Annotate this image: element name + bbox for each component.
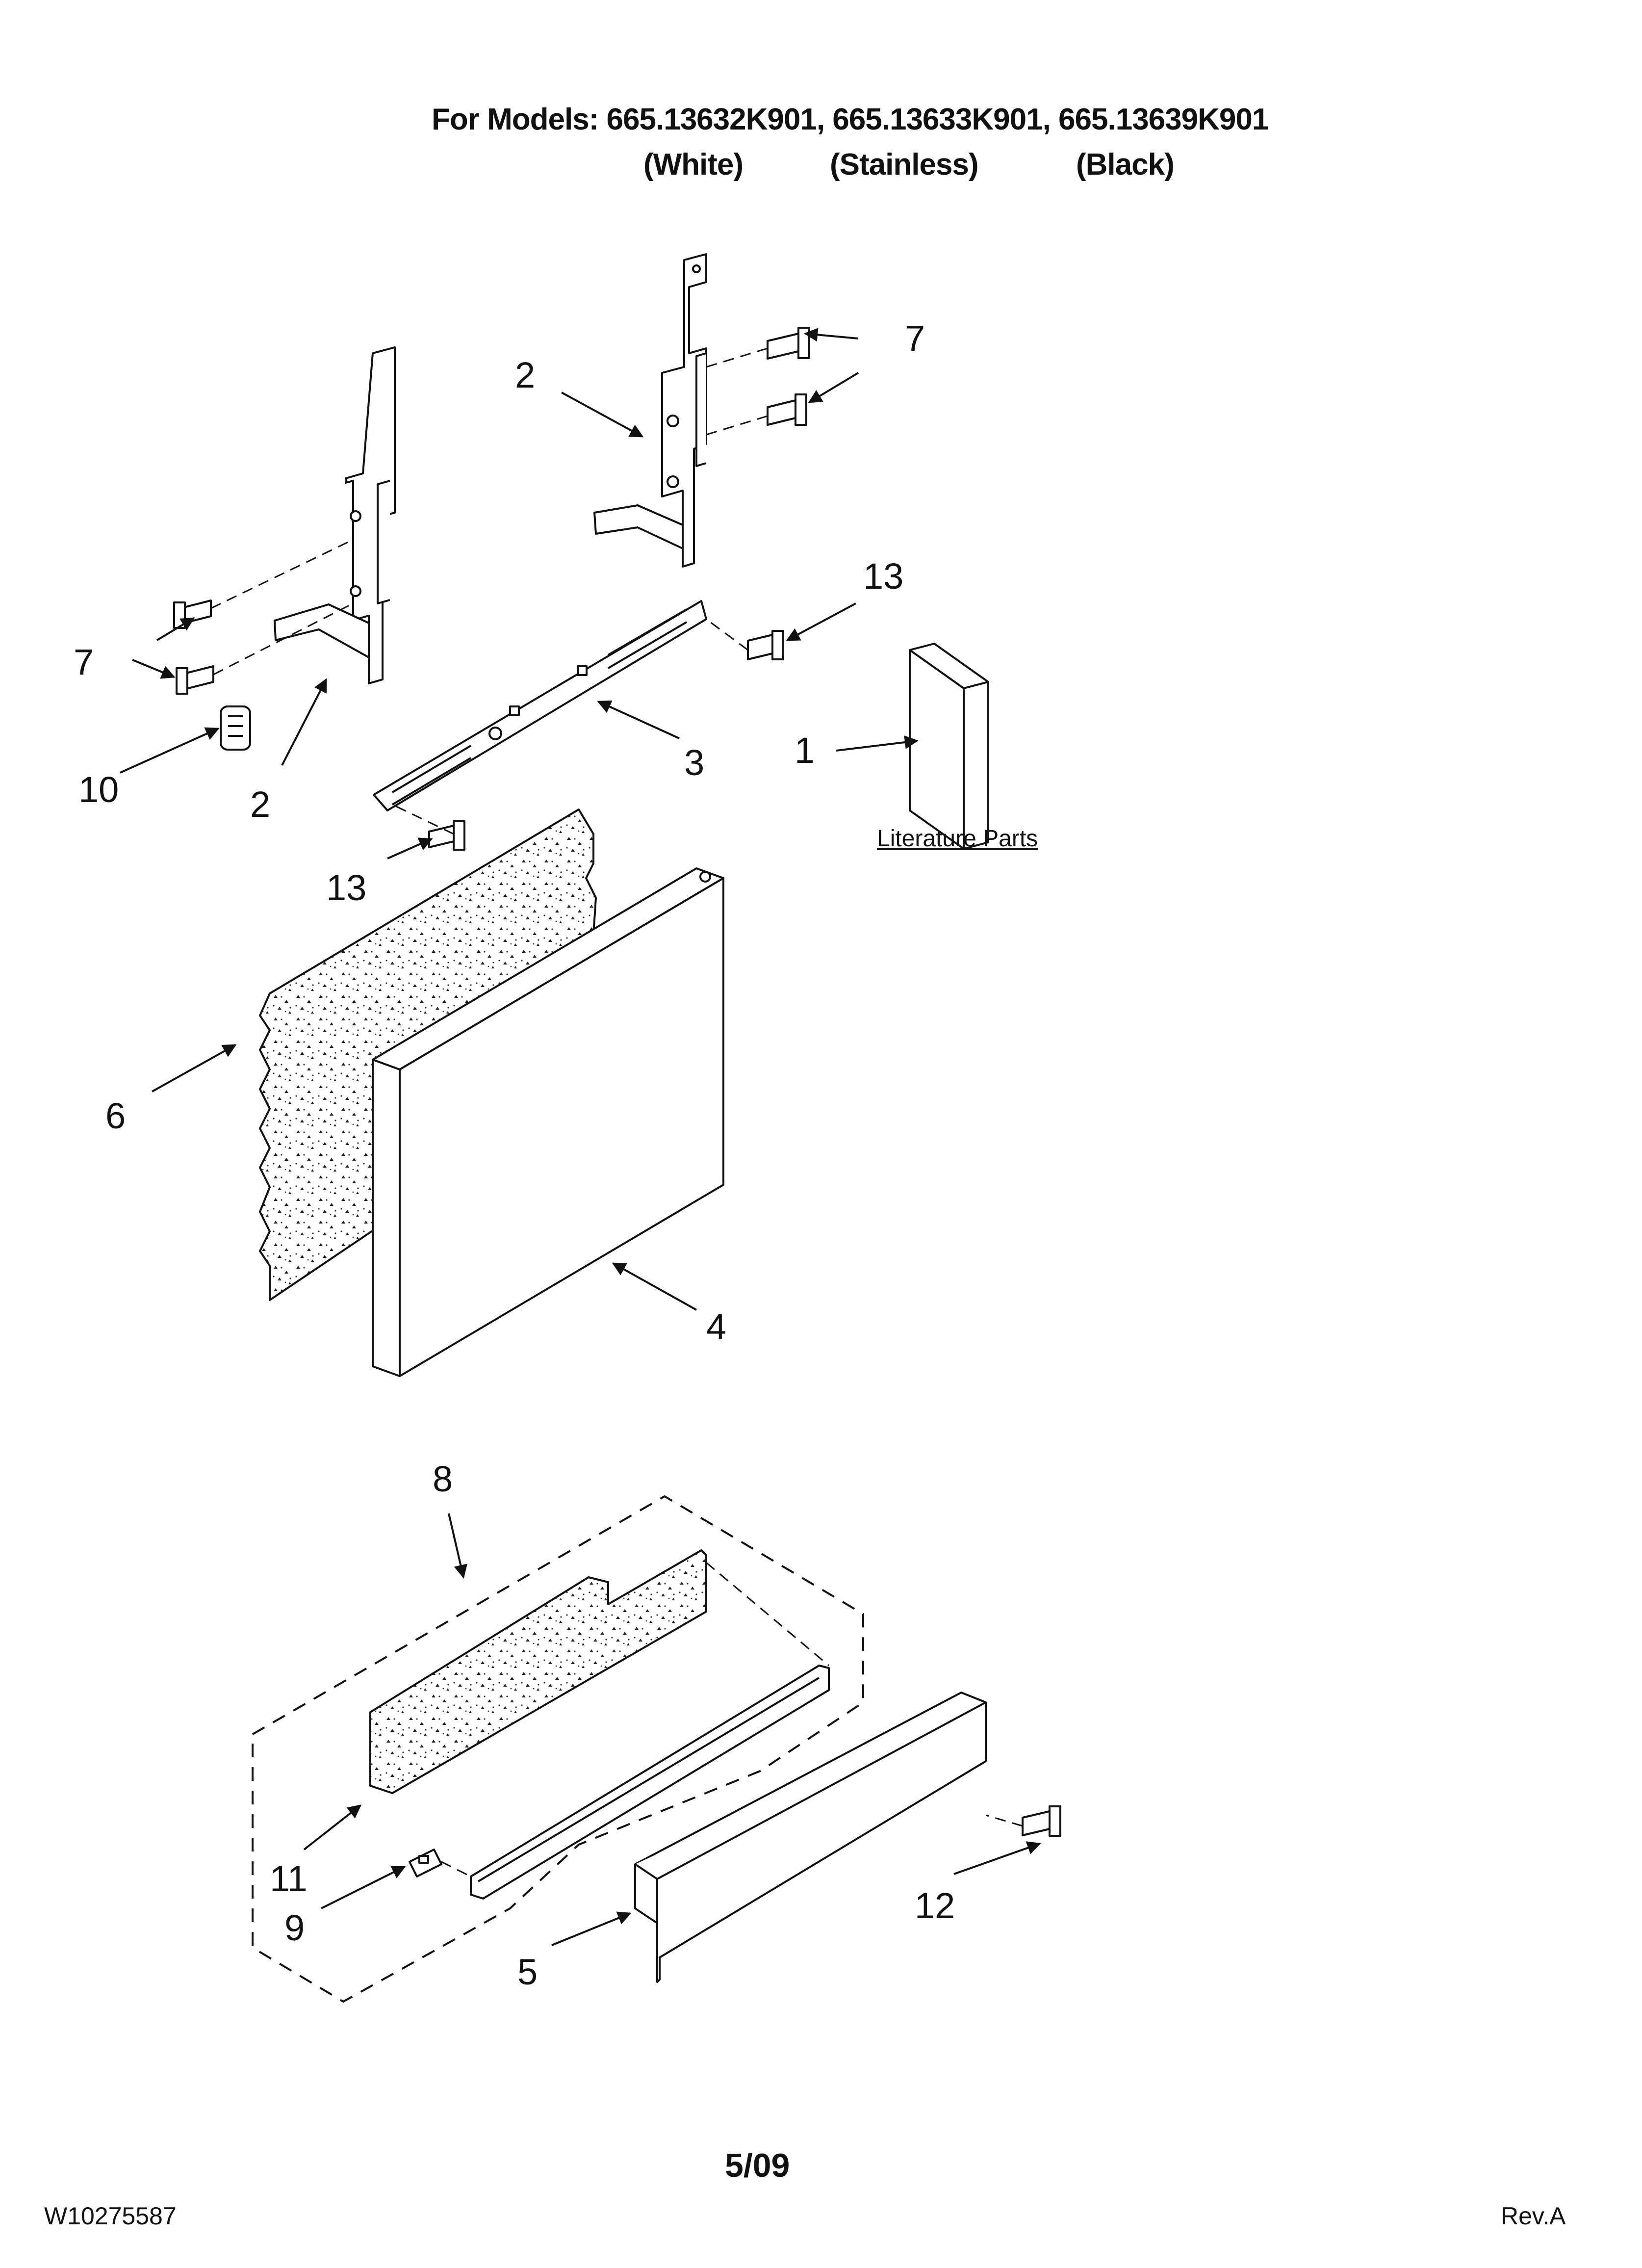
door-bumper-part-10 [220,705,251,751]
screw-7-left-upper [173,600,212,629]
callout-13-upper: 13 [863,556,903,597]
literature-parts-part-1 [909,643,989,850]
callout-10: 10 [78,769,119,810]
callout-2-right: 2 [515,355,535,395]
door-bracket-right [593,253,707,568]
callout-7-right: 7 [905,318,925,359]
callout-13-lower: 13 [326,867,366,908]
callout-3: 3 [684,742,704,783]
publication-date: 5/09 [725,2147,790,2184]
document-number: W10275587 [44,2202,177,2230]
screw-7-left-lower [176,665,214,695]
variant-stainless-label: (Stainless) [830,148,979,182]
clip-part-9 [409,1849,442,1877]
door-insulation-part-6 [259,808,597,1301]
literature-parts-label: Literature Parts [877,826,1038,852]
leader-arrows [120,328,1041,1946]
callout-7-left: 7 [74,642,94,682]
screw-7-right-lower [767,393,807,426]
toe-panel-part-5 [634,1692,987,1983]
callout-9: 9 [284,1907,305,1948]
assembly-lines [210,347,1023,1877]
outer-door-panel-part-4 [372,867,724,1377]
screw-12 [1022,1805,1061,1837]
screw-13-upper [747,630,784,660]
kit-boundary-part-8 [252,1495,864,2003]
support-rail [470,1665,830,1900]
callout-12: 12 [915,1885,955,1926]
callout-4: 4 [706,1306,726,1347]
foam-strip-part-11 [369,1549,707,1794]
variant-white-label: (White) [643,148,744,182]
callout-1: 1 [795,730,815,771]
variant-black-label: (Black) [1076,148,1175,182]
callout-8: 8 [433,1459,453,1499]
models-header: For Models: 665.13632K901, 665.13633K901… [432,103,1269,136]
callout-5: 5 [517,1952,538,1992]
callout-6: 6 [105,1095,126,1136]
revision-label: Rev.A [1501,2202,1566,2230]
mounting-strip-part-3 [373,600,707,811]
door-bracket-left [274,346,396,684]
screw-7-right-upper [767,327,810,360]
callout-11: 11 [270,1858,308,1899]
callout-2-left: 2 [250,784,270,825]
